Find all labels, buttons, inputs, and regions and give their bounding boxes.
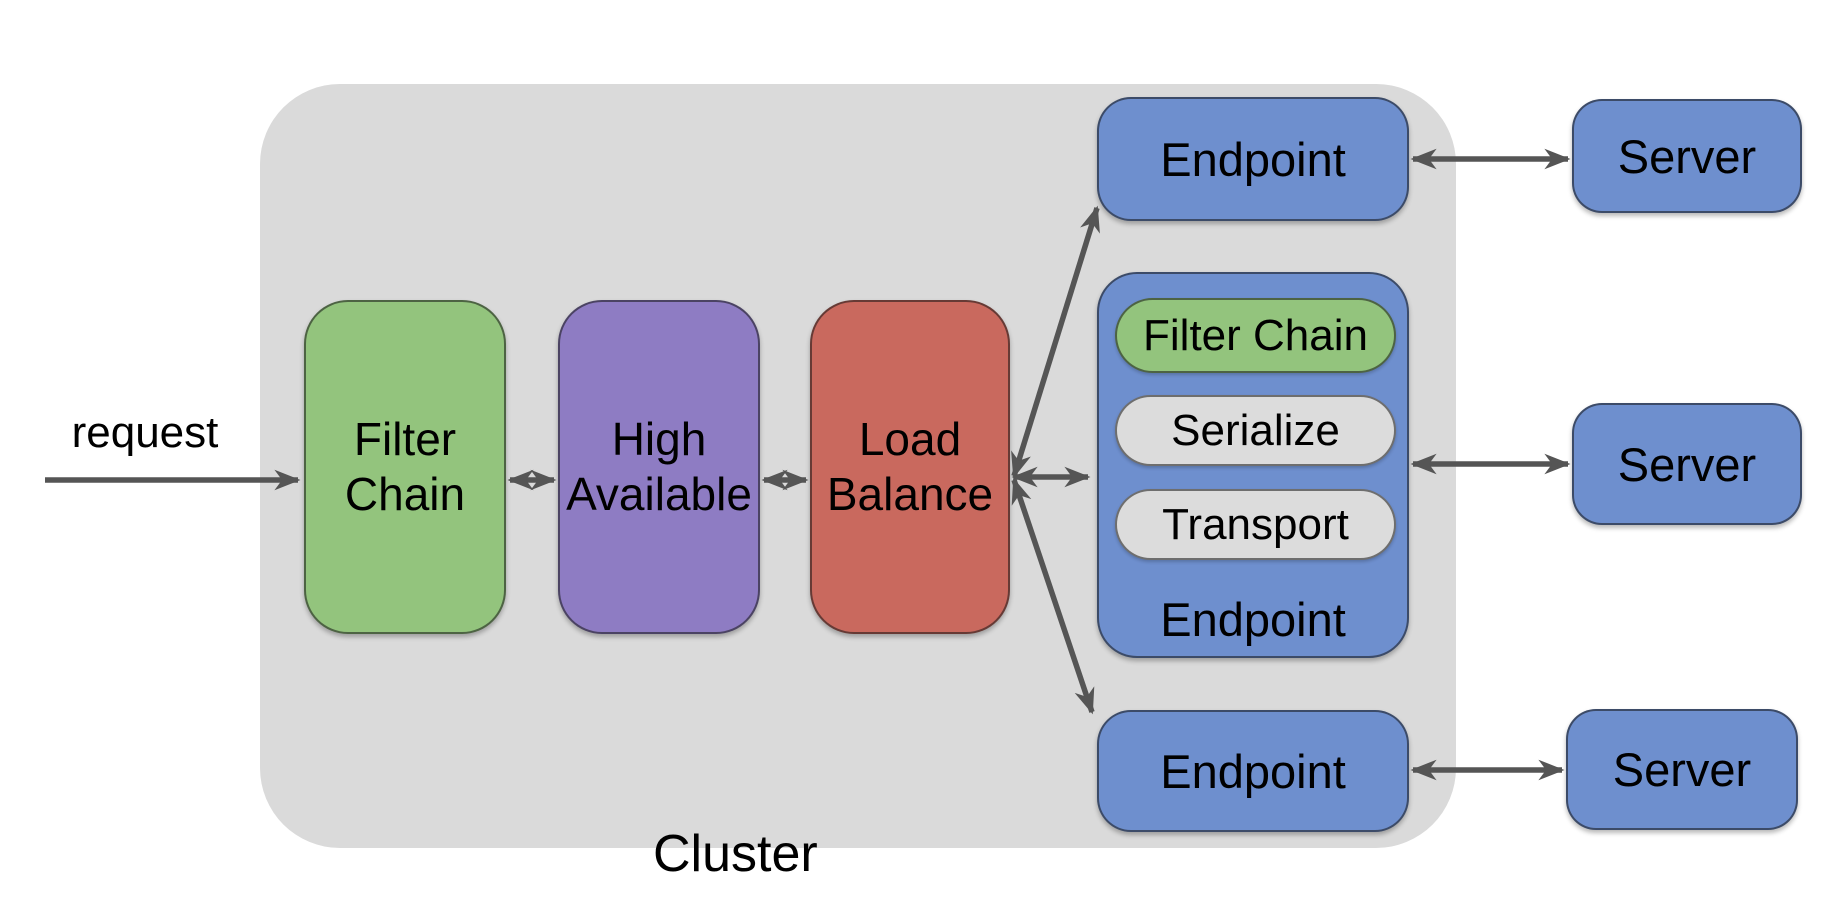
endpoint-serialize-pill: Serialize: [1115, 395, 1396, 466]
server-bottom-label: Server: [1612, 743, 1752, 796]
endpoint-filter-chain-label: Filter Chain: [1143, 310, 1368, 360]
endpoint-filter-chain-pill: Filter Chain: [1115, 298, 1396, 373]
endpoint-top-node: Endpoint: [1097, 97, 1409, 221]
endpoint-serialize-label: Serialize: [1171, 405, 1340, 455]
load-balance-node-label-line2: Balance: [826, 468, 994, 520]
filter-chain-node: Filter Chain: [304, 300, 506, 634]
server-bottom-node: Server: [1566, 709, 1798, 830]
endpoint-top-label: Endpoint: [1160, 132, 1346, 186]
endpoint-detail-node: Filter Chain Serialize Transport Endpoin…: [1097, 272, 1409, 658]
server-middle-node: Server: [1572, 403, 1802, 525]
cluster-label: Cluster: [653, 825, 818, 883]
high-available-node: High Available: [558, 300, 760, 634]
endpoint-bottom-label: Endpoint: [1160, 744, 1346, 798]
endpoint-transport-pill: Transport: [1115, 489, 1396, 560]
high-available-node-label-line1: High: [611, 413, 707, 465]
filter-chain-node-label-line2: Chain: [344, 468, 466, 520]
filter-chain-node-label-line1: Filter: [353, 413, 457, 465]
endpoint-bottom-node: Endpoint: [1097, 710, 1409, 832]
request-label: request: [71, 408, 219, 457]
load-balance-node-label-line1: Load: [858, 413, 962, 465]
server-top-node: Server: [1572, 99, 1802, 213]
server-top-label: Server: [1617, 129, 1757, 183]
server-middle-label: Server: [1617, 437, 1757, 491]
endpoint-detail-label: Endpoint: [1160, 593, 1346, 646]
endpoint-transport-label: Transport: [1162, 499, 1349, 549]
load-balance-node: Load Balance: [810, 300, 1010, 634]
high-available-node-label-line2: Available: [566, 468, 752, 520]
